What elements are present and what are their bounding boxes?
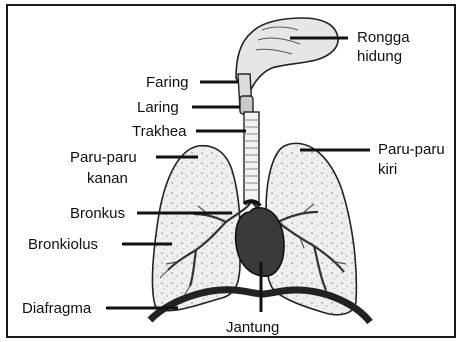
right-lung-shape — [152, 146, 240, 311]
label-rongga-hidung-2: hidung — [357, 48, 402, 65]
label-paru-kanan-2: kanan — [87, 170, 128, 187]
label-jantung: Jantung — [226, 319, 279, 336]
label-diafragma: Diafragma — [22, 300, 92, 317]
label-paru-kiri-1: Paru-paru — [378, 141, 445, 158]
label-faring: Faring — [146, 74, 189, 91]
label-trakhea: Trakhea — [132, 123, 187, 140]
label-laring: Laring — [137, 99, 179, 116]
label-bronkiolus: Bronkiolus — [28, 236, 98, 253]
label-bronkus: Bronkus — [70, 205, 125, 222]
label-paru-kiri-2: kiri — [378, 161, 397, 178]
label-paru-kanan-1: Paru-paru — [70, 149, 137, 166]
nasal-cavity-shape — [236, 18, 338, 96]
trachea-shape — [244, 112, 259, 202]
label-rongga-hidung-1: Rongga — [357, 29, 410, 46]
